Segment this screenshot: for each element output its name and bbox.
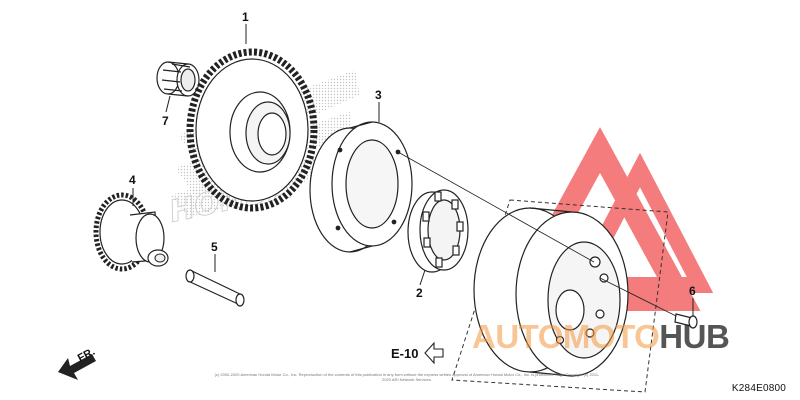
starter-reduction-gear-part-4[interactable] — [93, 192, 169, 272]
callout-part-2: 2 — [416, 286, 423, 300]
bolt-part-6[interactable] — [674, 313, 698, 329]
one-way-clutch-outer-part-3[interactable] — [309, 121, 413, 253]
reference-label-e10[interactable]: E-10 — [391, 346, 419, 361]
watermark-part-a: AUTO — [472, 318, 563, 355]
needle-bearing-part-7[interactable] — [156, 61, 200, 97]
diagram-code: K284E0800 — [731, 383, 786, 394]
watermark-part-b: MOTO — [562, 318, 660, 355]
callout-part-1: 1 — [242, 10, 249, 24]
reference-arrow-icon — [424, 341, 444, 365]
callout-part-4: 4 — [129, 173, 136, 187]
callout-part-7: 7 — [162, 114, 169, 128]
callout-part-6: 6 — [689, 284, 696, 298]
watermark-text: AUTOMOTOHUB — [472, 318, 730, 356]
flywheel-rotor — [473, 207, 629, 377]
callout-part-3: 3 — [375, 88, 382, 102]
assembly-outline — [451, 199, 669, 393]
callout-part-5: 5 — [211, 240, 218, 254]
one-way-clutch-part-2[interactable] — [407, 189, 469, 273]
front-direction-arrow: FR. — [58, 346, 97, 380]
watermark-part-c: HUB — [659, 318, 730, 355]
reduction-shaft-part-5[interactable] — [185, 269, 245, 307]
starter-driven-gear-part-1[interactable] — [186, 48, 318, 212]
leader-lines — [132, 24, 694, 317]
copyright-fine-print: (c) 2000-2020 American Honda Motor Co., … — [214, 372, 600, 382]
